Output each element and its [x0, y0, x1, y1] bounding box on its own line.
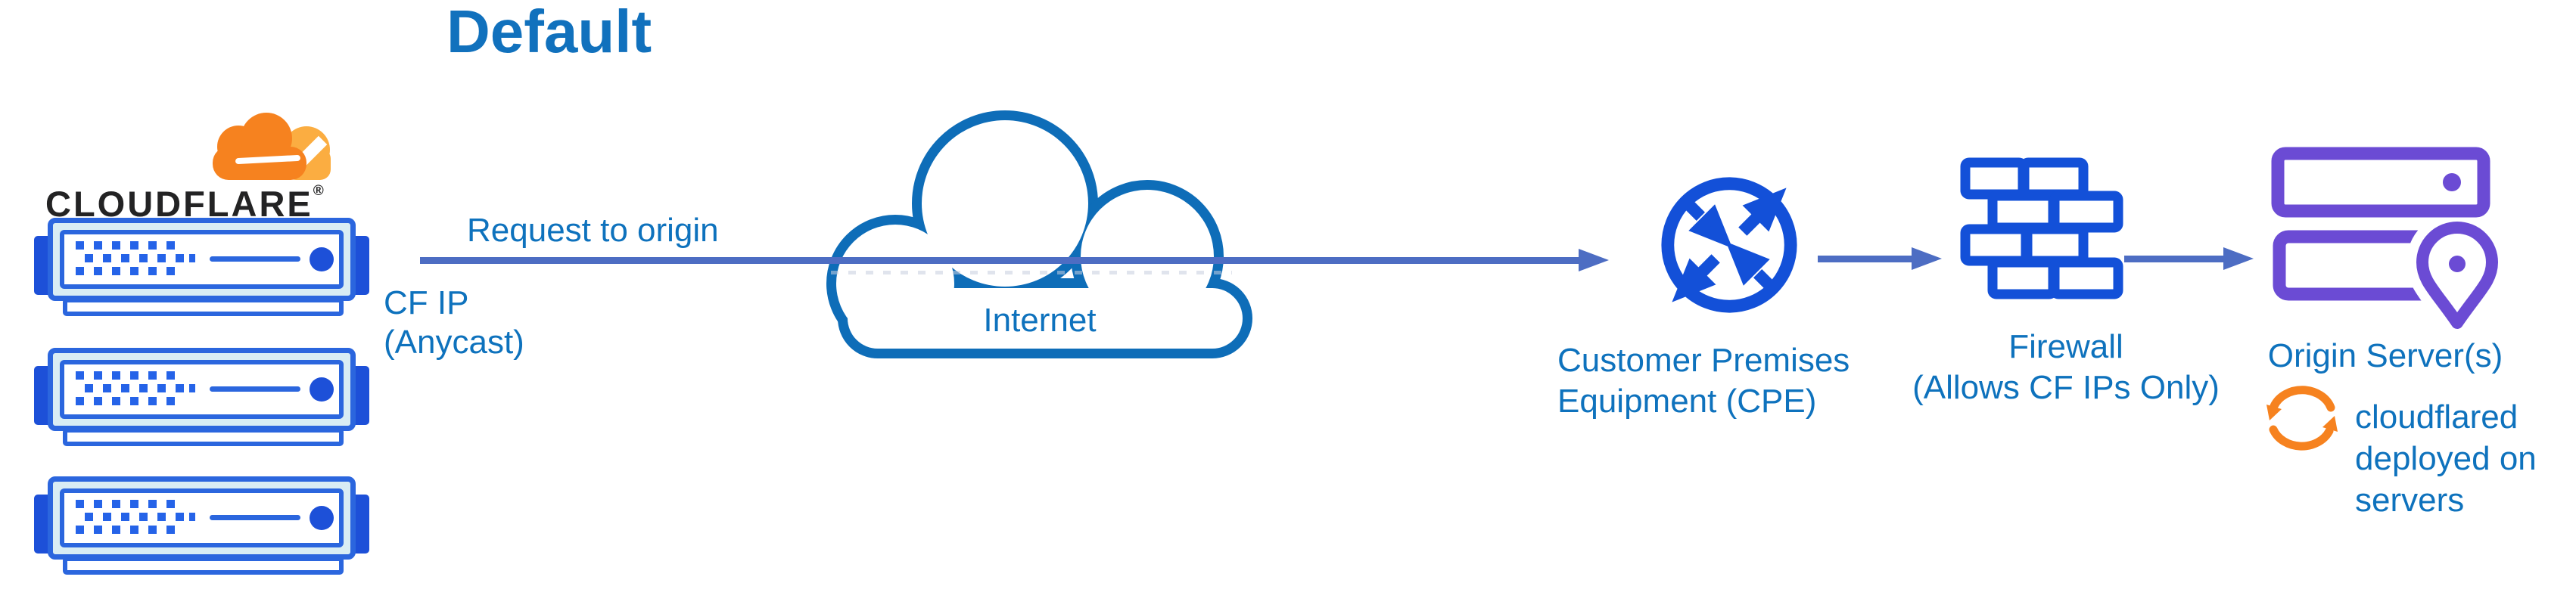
connector-edge-to-cpe [420, 257, 1579, 264]
server-face-detail-icon [76, 241, 334, 275]
firewall-brick-wall-icon [1960, 157, 2123, 299]
registered-trademark: ® [313, 183, 324, 199]
server-tray-icon [63, 557, 344, 575]
cloudflared-note-line3: servers [2355, 482, 2465, 519]
cf-ip-line1: CF IP [384, 284, 469, 321]
edge-server-rack-icon [34, 218, 369, 318]
firewall-label-line1: Firewall [2008, 328, 2123, 365]
server-body [48, 476, 356, 560]
cloud-transit-dashed-line [831, 271, 1232, 274]
connector-cpe-to-firewall [1818, 256, 1913, 262]
cpe-router-icon [1661, 177, 1797, 313]
server-faceplate [60, 488, 344, 547]
server-faceplate [60, 360, 344, 419]
firewall-label-line2: (Allows CF IPs Only) [1912, 369, 2220, 406]
server-body [48, 348, 356, 431]
internet-label: Internet [983, 302, 1097, 339]
edge-server-rack-icon [34, 348, 369, 448]
internet-cloud-icon [826, 110, 1252, 358]
cf-ip-line2: (Anycast) [384, 324, 524, 361]
arrowhead-icon [2223, 247, 2254, 270]
cpe-label: Customer Premises Equipment (CPE) [1557, 340, 1850, 422]
connector-firewall-to-origin [2124, 256, 2225, 262]
server-face-detail-icon [76, 500, 334, 534]
edge-server-rack-icon [34, 476, 369, 576]
arrowhead-icon [1579, 249, 1609, 271]
arrowhead-icon [1912, 247, 1942, 270]
cloudflared-note-line2: deployed on [2355, 440, 2537, 477]
cpe-label-line2: Equipment (CPE) [1557, 383, 1817, 420]
origin-servers-label: Origin Server(s) [2267, 337, 2503, 374]
cloudflared-note: cloudflared deployed on servers [2355, 396, 2537, 521]
cf-ip-anycast-label: CF IP (Anycast) [384, 284, 524, 362]
server-faceplate [60, 230, 344, 289]
cloudflare-cloud-logo [213, 113, 331, 183]
diagram-title: Default [446, 0, 652, 65]
request-to-origin-label: Request to origin [467, 212, 719, 249]
server-face-detail-icon [76, 371, 334, 405]
server-body [48, 218, 356, 301]
origin-servers-location-icon [2271, 147, 2501, 333]
cloudflare-wordmark: CLOUDFLARE® [45, 184, 324, 222]
cloudflared-sync-icon [2266, 386, 2338, 451]
cloudflare-wordmark-text: CLOUDFLARE [45, 184, 313, 224]
cloudflared-note-line1: cloudflared [2355, 398, 2518, 436]
cpe-label-line1: Customer Premises [1557, 342, 1850, 379]
firewall-label: Firewall (Allows CF IPs Only) [1896, 327, 2236, 408]
